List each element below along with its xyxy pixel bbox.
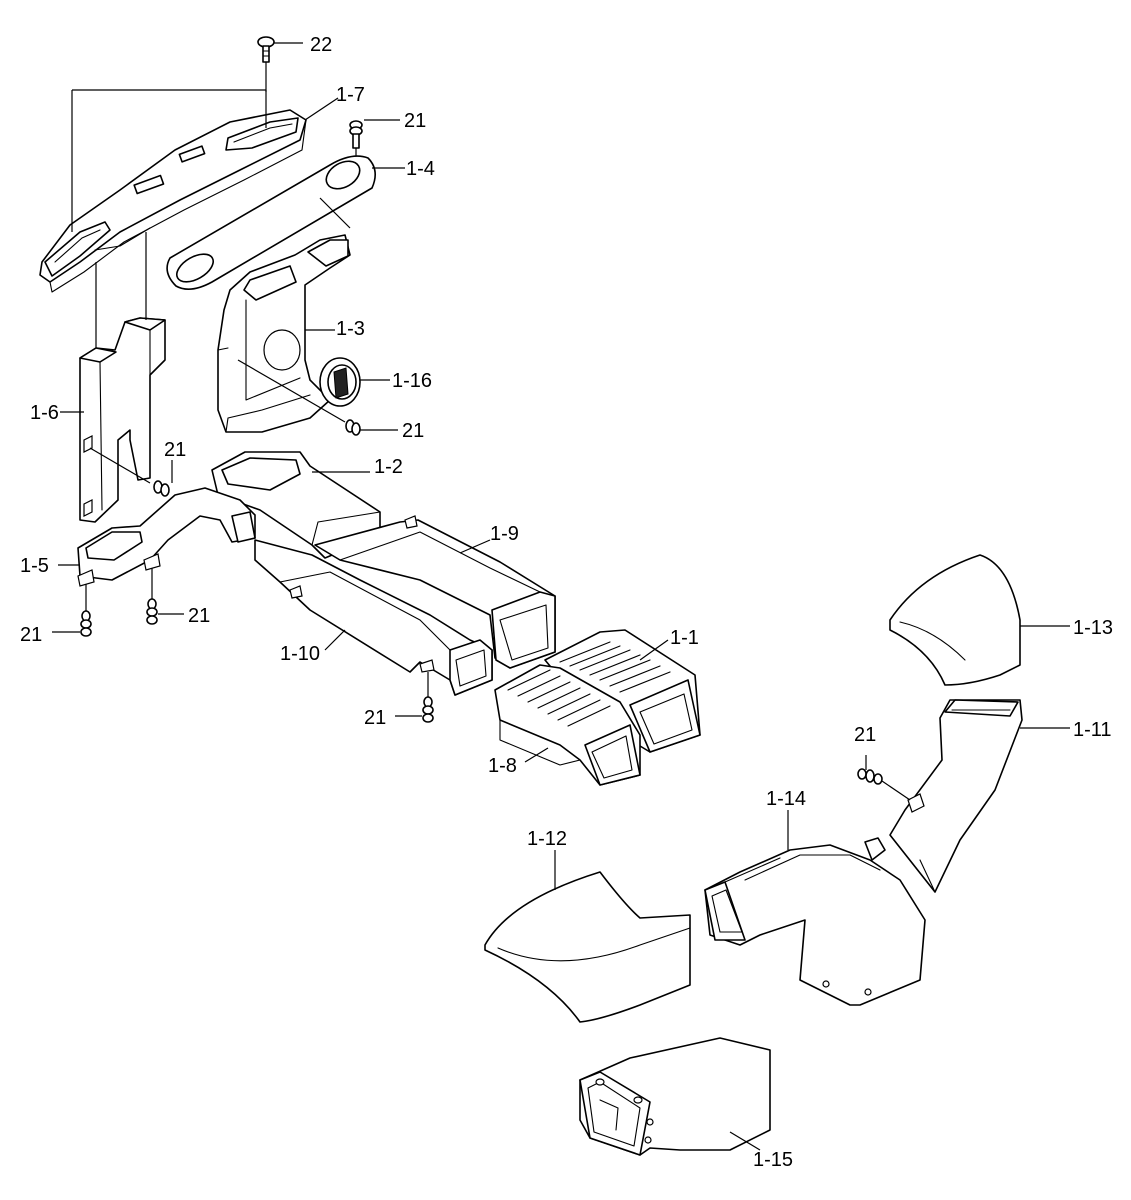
callout-1-1: 1-1 xyxy=(670,627,699,649)
bellows-1-8 xyxy=(494,664,641,786)
callout-21-a: 21 xyxy=(404,110,426,132)
callout-1-13: 1-13 xyxy=(1073,617,1113,639)
bolt-21-c xyxy=(89,447,173,497)
callout-21-d: 21 xyxy=(20,624,42,646)
duct-1-4 xyxy=(166,155,405,290)
bolt-21-a xyxy=(349,119,400,160)
duct-1-10 xyxy=(254,539,493,696)
bolt-21-b xyxy=(237,359,398,436)
callout-1-3: 1-3 xyxy=(336,318,365,340)
bolt-21-e xyxy=(146,568,184,625)
callout-1-12: 1-12 xyxy=(527,828,567,850)
duct-1-13 xyxy=(889,554,1070,686)
callout-22: 22 xyxy=(310,34,332,56)
callout-1-8: 1-8 xyxy=(488,755,517,777)
callout-1-6: 1-6 xyxy=(30,402,59,424)
callout-1-15: 1-15 xyxy=(753,1149,793,1171)
callout-1-2: 1-2 xyxy=(374,456,403,478)
callout-1-16: 1-16 xyxy=(392,370,432,392)
duct-1-7 xyxy=(39,89,339,293)
callout-labels: 22 1-7 21 1-4 1-3 1-16 21 1-6 21 1-2 1-9… xyxy=(20,34,1113,1171)
vent-1-16 xyxy=(319,357,390,407)
bolt-21-f xyxy=(395,672,434,723)
bolt-21-d xyxy=(52,584,92,637)
duct-1-11 xyxy=(889,699,1070,893)
callout-21-b: 21 xyxy=(402,420,424,442)
callout-21-e: 21 xyxy=(188,605,210,627)
callout-1-9: 1-9 xyxy=(490,523,519,545)
duct-1-3 xyxy=(217,234,351,433)
bolt-21-g xyxy=(857,755,911,801)
callout-21-f: 21 xyxy=(364,707,386,729)
callout-1-7: 1-7 xyxy=(336,84,365,106)
duct-1-5 xyxy=(58,487,256,587)
callout-21-g: 21 xyxy=(854,724,876,746)
duct-1-9 xyxy=(314,515,556,669)
duct-1-15 xyxy=(579,1037,771,1156)
screw-22 xyxy=(257,36,303,92)
callout-1-5: 1-5 xyxy=(20,555,49,577)
duct-1-14 xyxy=(704,810,926,1006)
callout-1-14: 1-14 xyxy=(766,788,806,810)
duct-1-6 xyxy=(60,232,166,523)
callout-21-c: 21 xyxy=(164,439,186,461)
duct-1-2 xyxy=(211,451,381,559)
callout-1-10: 1-10 xyxy=(280,643,320,665)
callout-1-11: 1-11 xyxy=(1073,719,1112,741)
callout-1-4: 1-4 xyxy=(406,158,435,180)
duct-1-12 xyxy=(484,850,691,1023)
